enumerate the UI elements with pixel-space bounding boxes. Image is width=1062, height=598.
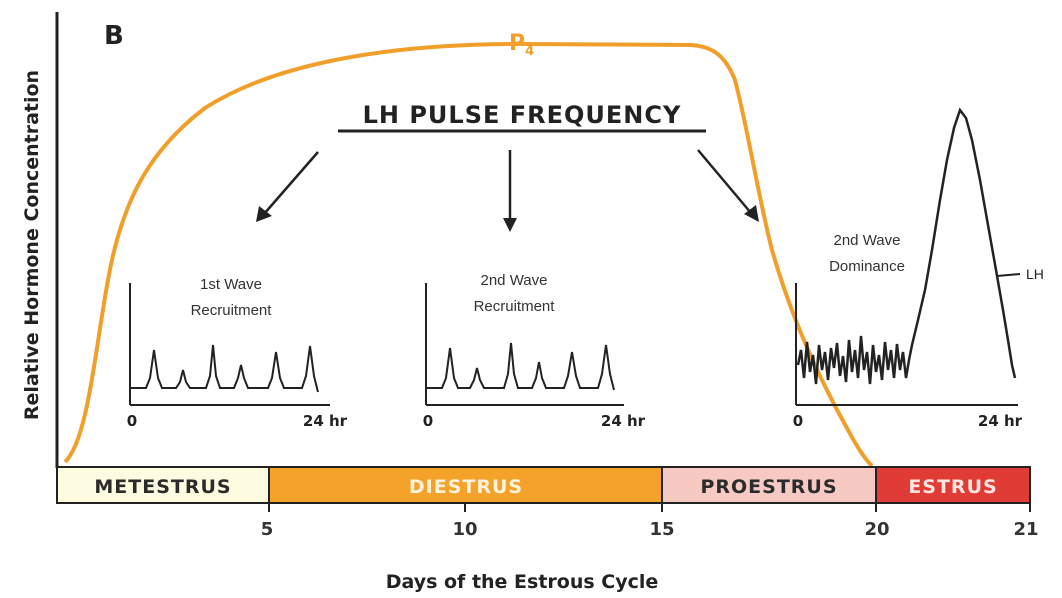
phase-metestrus-label: METESTRUS bbox=[94, 476, 231, 498]
x-tick-label: 5 bbox=[261, 519, 274, 540]
x-tick-label: 20 bbox=[864, 519, 889, 540]
phase-diestrus-label: DIESTRUS bbox=[409, 476, 523, 498]
x-tick-label: 10 bbox=[452, 519, 477, 540]
inset-1-x-end: 24 hr bbox=[303, 412, 348, 430]
inset-2-lh-trace bbox=[427, 342, 615, 391]
inset-1-x-start: 0 bbox=[127, 412, 137, 430]
inset-1-title-line1: 1st Wave bbox=[200, 276, 262, 293]
x-tick-label: 15 bbox=[649, 519, 674, 540]
x-tick-label: 21 bbox=[1013, 519, 1038, 540]
y-axis-label: Relative Hormone Concentration bbox=[21, 70, 43, 420]
inset-3-lh-trace bbox=[796, 107, 1017, 385]
phase-proestrus-segment bbox=[661, 466, 877, 504]
inset-3-title-line1: 2nd Wave bbox=[834, 232, 901, 249]
arrow-to-inset-3 bbox=[697, 149, 759, 222]
arrow-to-inset-1 bbox=[256, 151, 319, 222]
inset-1-lh-trace bbox=[131, 344, 319, 393]
phase-estrus-segment bbox=[875, 466, 1031, 504]
inset-3-title-line2: Dominance bbox=[829, 258, 905, 275]
inset-2-title-line1: 2nd Wave bbox=[481, 272, 548, 289]
inset-2-title-line2: Recruitment bbox=[474, 298, 556, 315]
inset-2nd-wave-recruitment: 2nd Wave Recruitment 0 24 hr bbox=[423, 272, 646, 430]
phase-proestrus-label: PROESTRUS bbox=[700, 476, 837, 498]
phase-bar: METESTRUS DIESTRUS PROESTRUS ESTRUS bbox=[56, 466, 1031, 504]
inset-1st-wave-recruitment: 1st Wave Recruitment 0 24 hr bbox=[127, 276, 348, 430]
x-axis-ticks: 5 10 15 20 21 bbox=[261, 503, 1039, 540]
lh-label: LH bbox=[1026, 266, 1044, 282]
inset-2-x-start: 0 bbox=[423, 412, 433, 430]
inset-3-x-end: 24 hr bbox=[978, 412, 1023, 430]
inset-1-title-line2: Recruitment bbox=[191, 302, 273, 319]
x-axis-label: Days of the Estrous Cycle bbox=[386, 571, 659, 593]
panel-label: B bbox=[104, 21, 124, 51]
arrow-to-inset-2 bbox=[503, 150, 517, 232]
lh-pulse-frequency-title: LH PULSE FREQUENCY bbox=[363, 101, 682, 129]
inset-3-x-start: 0 bbox=[793, 412, 803, 430]
lh-label-pointer bbox=[996, 273, 1021, 277]
inset-2-x-end: 24 hr bbox=[601, 412, 646, 430]
phase-estrus-label: ESTRUS bbox=[908, 476, 997, 498]
inset-2nd-wave-dominance: 2nd Wave Dominance 0 24 hr LH bbox=[793, 107, 1044, 430]
p4-label: P4 bbox=[509, 31, 534, 59]
